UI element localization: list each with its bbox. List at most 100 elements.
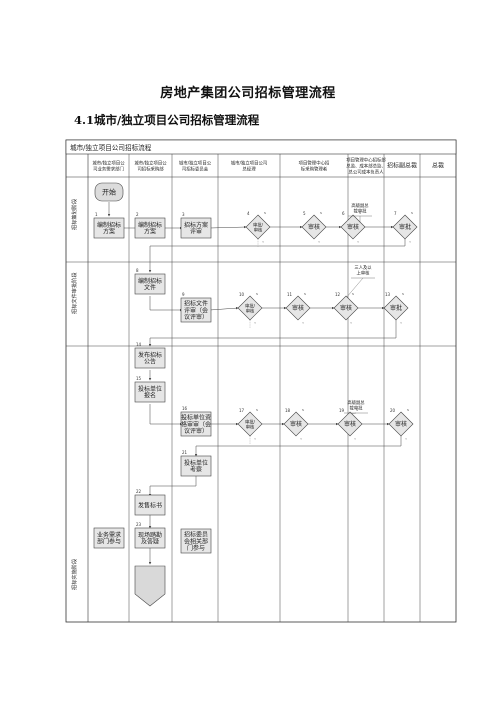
process-label: 会相关部 (184, 537, 208, 545)
column-header-text: 城市/独立项目公 (134, 160, 167, 167)
decision-diamond (237, 411, 263, 437)
branch-yes-label: Y (350, 321, 352, 325)
column-header-text: 总公司成本负责人 (348, 169, 384, 176)
annotation-text: 上审核 (357, 270, 371, 277)
step-number: 2 (136, 212, 139, 217)
lane-label-lane3: 招标实施阶段 (70, 559, 78, 590)
process-box (93, 217, 125, 239)
process-label: 招标文件 (184, 300, 208, 308)
note-connector (345, 277, 364, 299)
decision-diamond (383, 295, 409, 321)
branch-no-label: N (256, 292, 258, 296)
column-header-text: 城市/独立项目公 (92, 160, 125, 167)
branch-yes-label: Y (318, 240, 320, 244)
branch-yes-label: Y (262, 240, 264, 244)
column-header-text: 司业务需求部门 (93, 166, 124, 173)
decision-label: 审核 (347, 223, 359, 231)
process-label: 议评审） (184, 427, 208, 435)
step-number: 13 (385, 292, 391, 297)
annotation-text: 裁审批 (354, 208, 368, 215)
node-n22: 发售标书 22 (134, 489, 166, 516)
frame-title-bar (65, 139, 457, 155)
document-title: 房地产集团公司招标管理流程 (160, 86, 336, 101)
process-label: 投标单位 (184, 459, 208, 467)
decision-label: 审核 (290, 420, 302, 428)
annotation-text: 高级副总 (347, 399, 365, 406)
branch-yes-label: Y (409, 240, 411, 244)
column-header-text: 项目管理中心招 (299, 160, 330, 167)
decision-diamond (301, 214, 327, 240)
decision-label: 审核 (308, 223, 320, 231)
annotation-text: 三人及以 (354, 265, 372, 271)
process-box (93, 527, 125, 549)
process-label: 门参与 (187, 544, 205, 552)
process-label: 招标方案 (184, 221, 208, 229)
decision-label: 审批 (390, 304, 402, 312)
step-number: 17 (239, 408, 245, 413)
process-label: 现场踏勘 (138, 531, 162, 539)
column-header-c8: 总裁 (432, 162, 444, 170)
step-number: 5 (303, 211, 306, 216)
column-header-text: 总监、成本部总监、 (346, 163, 386, 170)
decision-label: 审核 (340, 304, 352, 312)
branch-yes-label: Y (300, 437, 302, 441)
decision-label: 审核 (246, 423, 255, 430)
branch-no-label: N (356, 408, 358, 412)
process-label: 业务需求 (97, 531, 121, 539)
node-n5: 审核 N Y 5 (301, 211, 327, 244)
step-number: 3 (182, 212, 185, 217)
decision-diamond (283, 411, 309, 437)
step-number: 14 (136, 342, 142, 347)
process-label: 发售标书 (138, 501, 162, 509)
column-header-text: 司招标委员会 (182, 166, 209, 173)
process-box (180, 217, 212, 239)
flow-connector (209, 225, 247, 229)
process-label: 部门参与 (97, 538, 121, 546)
process-box (134, 381, 166, 403)
process-label: 及答疑 (141, 538, 159, 546)
decision-label: 审核 (395, 420, 407, 428)
step-number: 4 (247, 211, 250, 216)
branch-no-label: N (320, 211, 322, 215)
step-number: 16 (182, 406, 188, 411)
process-label: 方案 (144, 228, 156, 236)
start-label: 开始 (102, 188, 116, 197)
branch-no-label: N (407, 408, 409, 412)
process-label: 投标单位 (138, 385, 162, 393)
process-box (134, 527, 166, 549)
process-label: 投标单位资 (181, 414, 211, 422)
decision-label: 审核 (344, 420, 356, 428)
process-box (180, 411, 212, 437)
branch-no-label: N (352, 292, 354, 296)
process-label: 评审（会 (184, 306, 208, 314)
process-label: 文件 (144, 284, 156, 292)
diagram-frame (65, 139, 457, 623)
process-box (180, 297, 212, 323)
continuation-marker (134, 565, 166, 607)
branch-no-label: N (359, 211, 361, 215)
branch-yes-label: Y (254, 437, 256, 441)
step-number: 22 (136, 489, 142, 494)
process-label: 招标委员 (184, 531, 208, 539)
flow-connector (148, 239, 406, 273)
process-label: 考察 (190, 466, 202, 474)
step-number: 9 (182, 292, 185, 297)
decision-diamond (333, 295, 359, 321)
column-header-c7: 招标副总裁 (387, 162, 417, 170)
process-label: 报名 (144, 392, 156, 400)
column-header-text: 招标副总裁 (387, 162, 417, 170)
